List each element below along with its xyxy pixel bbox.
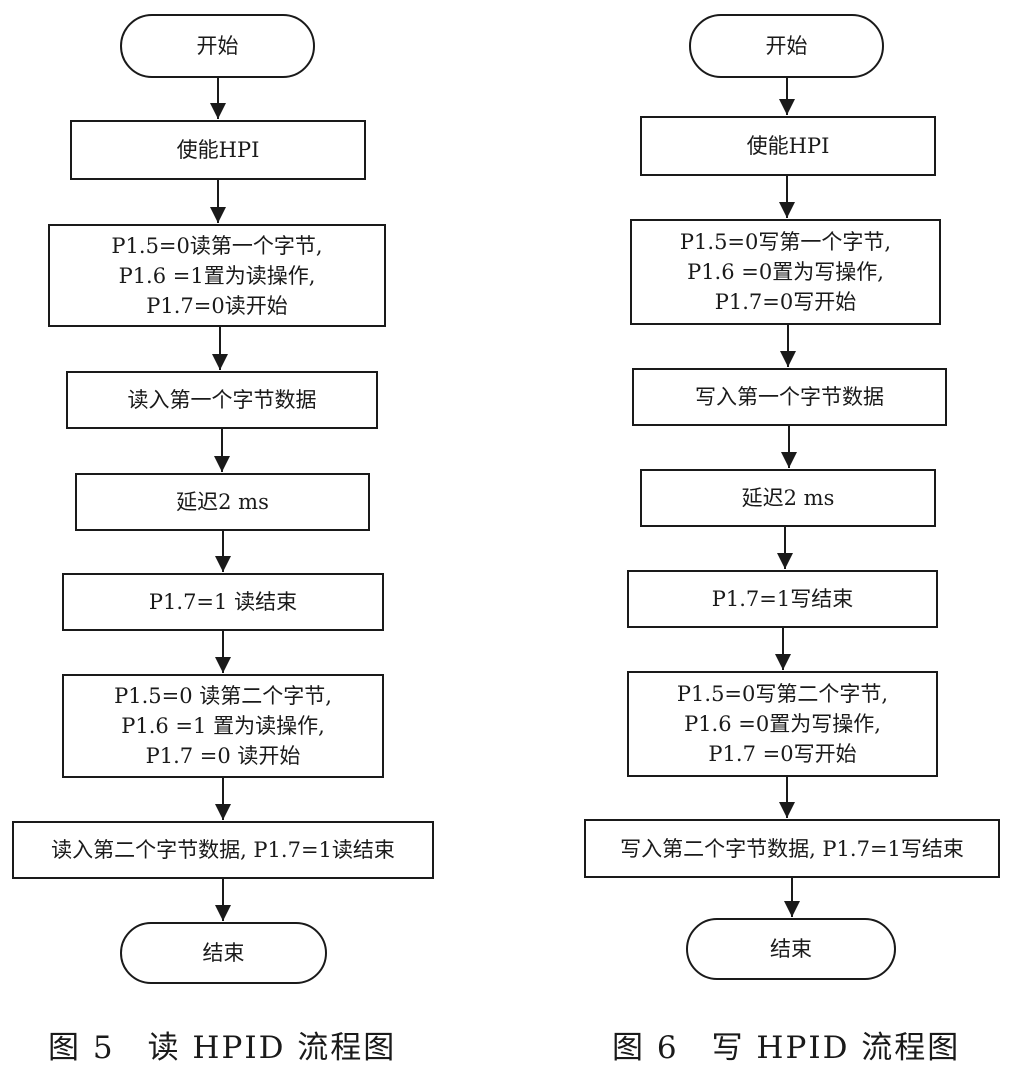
- read-node-stop-label: 结束: [202, 941, 245, 965]
- write-node-end1-label: P1.7=1写结束: [711, 587, 854, 611]
- figure-caption-write: 图 6 写 HPID 流程图: [612, 1030, 961, 1066]
- write-node-set1-label: P1.5=0写第一个字节, P1.6 =0置为写操作, P1.7=0写开始: [679, 230, 892, 314]
- read-node-delay-label: 延迟2 ms: [176, 490, 269, 514]
- read-node-enable-label: 使能HPI: [176, 138, 260, 162]
- read-node-data2-label: 读入第二个字节数据, P1.7=1读结束: [51, 838, 395, 862]
- write-node-data2: 写入第二个字节数据, P1.7=1写结束: [584, 819, 1000, 878]
- write-node-set2-label: P1.5=0写第二个字节, P1.6 =0置为写操作, P1.7 =0写开始: [676, 682, 889, 766]
- read-node-end1: P1.7=1 读结束: [62, 573, 384, 631]
- write-node-enable-label: 使能HPI: [746, 134, 830, 158]
- read-node-stop: 结束: [120, 922, 327, 984]
- write-node-data1-label: 写入第一个字节数据: [695, 385, 884, 409]
- read-node-set1: P1.5=0读第一个字节, P1.6 =1置为读操作, P1.7=0读开始: [48, 224, 386, 327]
- read-node-set2-label: P1.5=0 读第二个字节, P1.6 =1 置为读操作, P1.7 =0 读开…: [114, 684, 332, 768]
- write-node-end1: P1.7=1写结束: [627, 570, 938, 628]
- write-node-data2-label: 写入第二个字节数据, P1.7=1写结束: [620, 836, 964, 861]
- write-node-set2: P1.5=0写第二个字节, P1.6 =0置为写操作, P1.7 =0写开始: [627, 671, 938, 777]
- read-node-delay: 延迟2 ms: [75, 473, 370, 531]
- write-node-stop: 结束: [686, 918, 896, 980]
- read-node-set2: P1.5=0 读第二个字节, P1.6 =1 置为读操作, P1.7 =0 读开…: [62, 674, 384, 778]
- write-node-data1: 写入第一个字节数据: [632, 368, 947, 426]
- read-node-enable: 使能HPI: [70, 120, 366, 180]
- write-node-enable: 使能HPI: [640, 116, 936, 176]
- read-node-start: 开始: [120, 14, 315, 78]
- write-node-stop-label: 结束: [770, 937, 812, 961]
- write-node-delay-label: 延迟2 ms: [741, 486, 835, 510]
- read-node-data1: 读入第一个字节数据: [66, 371, 378, 429]
- write-node-delay: 延迟2 ms: [640, 469, 936, 527]
- write-node-set1: P1.5=0写第一个字节, P1.6 =0置为写操作, P1.7=0写开始: [630, 219, 941, 325]
- read-node-data1-label: 读入第一个字节数据: [127, 388, 317, 412]
- read-node-set1-label: P1.5=0读第一个字节, P1.6 =1置为读操作, P1.7=0读开始: [111, 233, 323, 318]
- write-node-start: 开始: [689, 14, 884, 78]
- read-node-start-label: 开始: [196, 34, 239, 58]
- read-node-data2: 读入第二个字节数据, P1.7=1读结束: [12, 821, 434, 879]
- figure-caption-read: 图 5 读 HPID 流程图: [48, 1030, 397, 1066]
- write-node-start-label: 开始: [765, 34, 808, 58]
- read-node-end1-label: P1.7=1 读结束: [148, 590, 298, 614]
